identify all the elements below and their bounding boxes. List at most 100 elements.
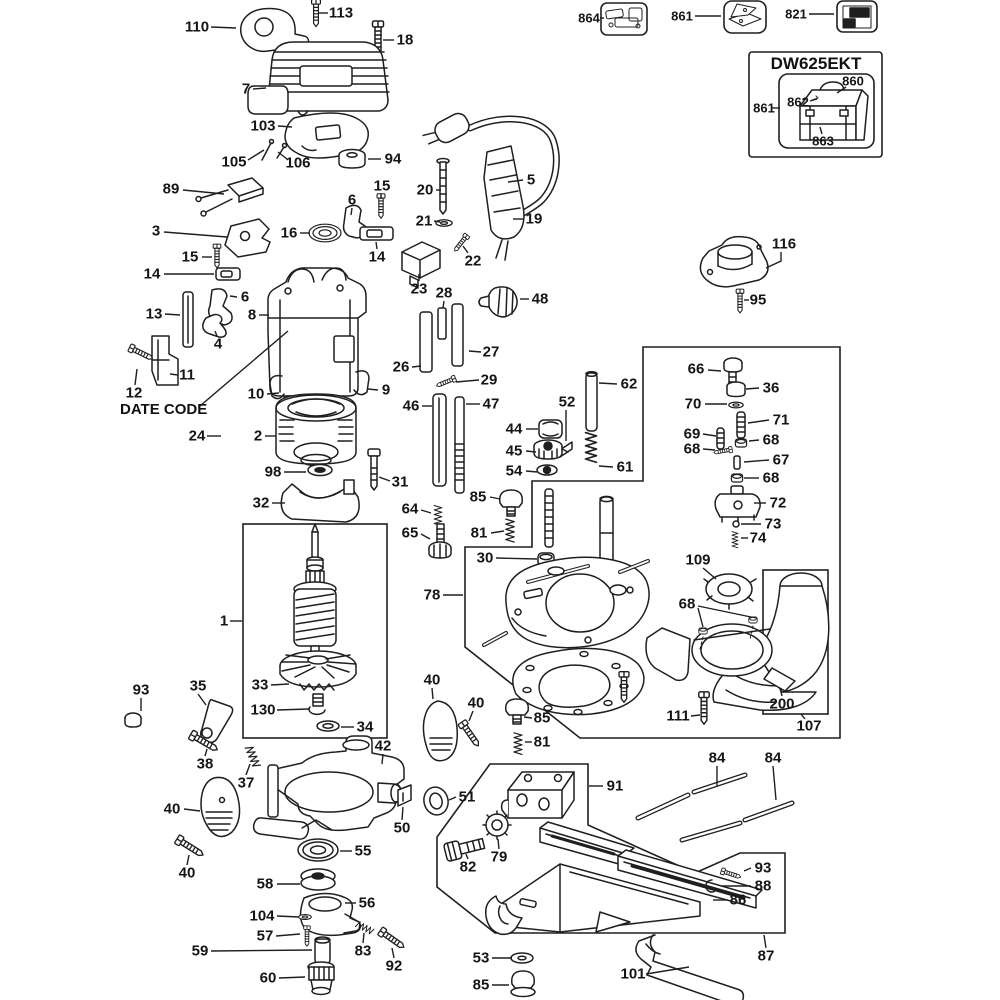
organizer-icon-box — [836, 0, 878, 33]
part-callout-861: 861 — [671, 9, 693, 24]
callout-leader — [252, 87, 267, 90]
switch-23 — [401, 241, 441, 289]
callout-leader — [690, 714, 701, 717]
part-callout-130: 130 — [250, 702, 275, 719]
callout-leader — [182, 189, 225, 195]
part-callout-40: 40 — [179, 865, 196, 882]
callout-leader — [525, 450, 537, 453]
part-callout-88: 88 — [755, 878, 772, 895]
callout-leader — [800, 713, 806, 720]
fan-33 — [279, 650, 357, 707]
knurled-nut-79 — [482, 810, 512, 840]
part-callout-46: 46 — [403, 398, 420, 415]
part-callout-23: 23 — [411, 281, 428, 298]
part-callout-68: 68 — [763, 470, 780, 487]
kit-model-title: DW625EKT — [771, 54, 862, 73]
pins-105-106 — [261, 138, 288, 161]
bolt-40-left — [173, 834, 207, 860]
part-callout-84: 84 — [709, 750, 726, 767]
spring-64 — [433, 504, 443, 527]
callout-leader — [391, 947, 395, 959]
callout-leader — [523, 716, 533, 719]
callout-leader — [748, 439, 760, 442]
part-callout-20: 20 — [417, 182, 434, 199]
washer-98 — [307, 463, 333, 477]
part-callout-22: 22 — [465, 253, 482, 270]
callout-leader — [245, 763, 251, 776]
callout-leader — [468, 350, 482, 353]
part-callout-111: 111 — [666, 708, 689, 725]
part-callout-67: 67 — [773, 452, 790, 469]
stator-2 — [275, 393, 357, 467]
callout-leader — [836, 86, 847, 94]
part-callout-85: 85 — [534, 710, 551, 727]
motor-mount-plate-116 — [699, 235, 769, 288]
threaded-rod — [544, 488, 554, 548]
part-callout-18: 18 — [397, 32, 414, 49]
part-callout-33: 33 — [252, 677, 269, 694]
part-callout-45: 45 — [506, 443, 523, 460]
callout-leader — [276, 915, 300, 918]
part-callout-38: 38 — [197, 756, 214, 773]
part-callout-61: 61 — [617, 459, 634, 476]
callout-leader — [468, 710, 474, 722]
clamp-14-right — [359, 226, 394, 241]
part-callout-66: 66 — [688, 361, 705, 378]
stud-69 — [716, 427, 725, 450]
part-callout-862: 862 — [787, 95, 809, 110]
seal-ring-109 — [703, 573, 757, 610]
spindle-59 — [314, 936, 331, 965]
part-callout-57: 57 — [257, 928, 274, 945]
part-callout-12: 12 — [126, 385, 143, 402]
callout-leader — [134, 368, 138, 386]
part-callout-69: 69 — [684, 426, 701, 443]
part-callout-42: 42 — [375, 738, 392, 755]
cord-guard-19 — [483, 145, 525, 261]
callout-leader — [420, 509, 432, 514]
wrench-jaw-line — [645, 943, 661, 955]
callout-leader — [495, 557, 538, 560]
callout-leader — [229, 295, 238, 298]
part-callout-109: 109 — [685, 552, 710, 569]
ring-104 — [298, 913, 312, 921]
nut-68-c — [730, 473, 744, 483]
wrench-101 — [635, 934, 745, 1000]
callout-leader — [276, 708, 310, 711]
part-callout-19: 19 — [526, 211, 543, 228]
rod-13 — [182, 291, 194, 348]
callout-leader — [489, 496, 501, 500]
part-callout-11: 11 — [179, 367, 195, 384]
callout-leader — [745, 387, 760, 390]
part-callout-8: 8 — [248, 307, 256, 324]
part-callout-26: 26 — [393, 359, 410, 376]
part-callout-68: 68 — [763, 432, 780, 449]
date-code-label: DATE CODE — [120, 401, 207, 418]
part-callout-864: 864 — [578, 11, 600, 26]
part-callout-81: 81 — [534, 734, 551, 751]
part-callout-6: 6 — [348, 192, 356, 209]
kit-inner-box — [778, 73, 875, 149]
callout-leader — [186, 854, 190, 866]
part-callout-98: 98 — [265, 464, 282, 481]
power-cord-5 — [422, 112, 560, 228]
callout-leader — [433, 220, 441, 223]
depth-stop-base-group-box — [464, 346, 841, 739]
callout-leader — [163, 231, 228, 238]
callout-leader — [378, 476, 391, 482]
organizer-icon-art — [842, 5, 872, 29]
part-callout-31: 31 — [392, 474, 409, 491]
spring-37 — [244, 744, 262, 769]
part-callout-27: 27 — [483, 344, 500, 361]
callout-leader — [448, 796, 457, 801]
callout-leader — [270, 683, 290, 686]
part-callout-10: 10 — [248, 386, 265, 403]
washer-70 — [728, 401, 744, 409]
callout-leader — [411, 365, 422, 368]
clamp-collar-107 — [645, 616, 796, 692]
inlay-icon-art — [605, 7, 643, 29]
depth-turret-72 — [714, 485, 761, 524]
callout-leader — [702, 567, 717, 580]
callout-leader — [497, 838, 500, 850]
part-callout-105: 105 — [221, 154, 246, 171]
